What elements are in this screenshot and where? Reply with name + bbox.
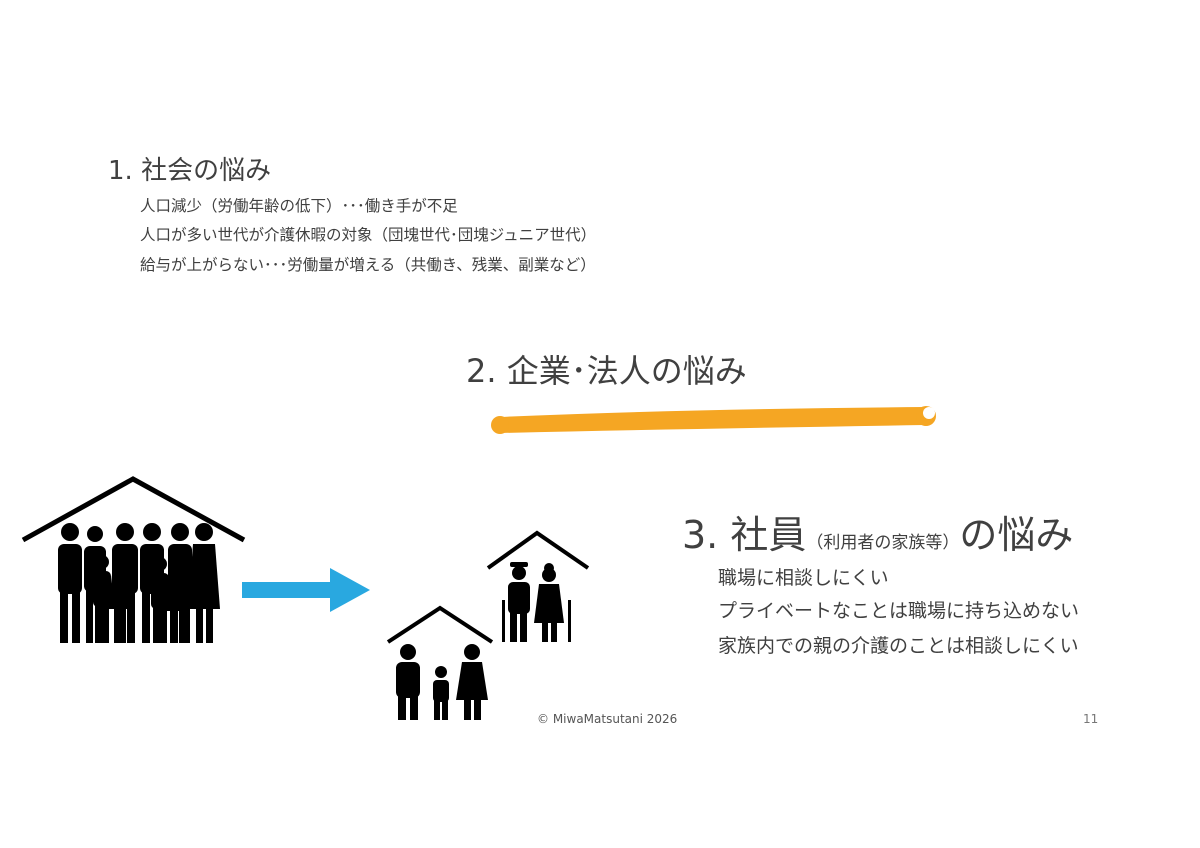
young-family-house-icon (386, 605, 494, 720)
section3-heading-main: 3. 社員 (682, 513, 807, 557)
right-arrow-icon (242, 568, 370, 612)
section3-item: 家族内での親の介護のことは相談しにくい (718, 635, 1079, 657)
section2-heading: 2. 企業･法人の悩み (466, 352, 747, 390)
section3-item: プライベートなことは職場に持ち込めない (718, 600, 1080, 622)
section3-heading-tail: の悩み (959, 513, 1074, 557)
section1-item: 人口が多い世代が介護休暇の対象（団塊世代･団塊ジュニア世代） (140, 226, 597, 244)
copyright: © MiwaMatsutani 2026 (537, 712, 678, 726)
section3-item: 職場に相談しにくい (718, 567, 889, 589)
section3-heading-note: （利用者の家族等） (806, 533, 960, 553)
section1-item: 人口減少（労働年齢の低下）･･･働き手が不足 (140, 197, 458, 215)
section1-heading: 1. 社会の悩み (108, 156, 272, 186)
section3-heading: 3. 社員（利用者の家族等）の悩み (682, 504, 1073, 559)
orange-brush-stroke (491, 406, 936, 434)
section1-item: 給与が上がらない･･･労働量が増える（共働き、残業、副業など） (140, 256, 596, 274)
page-number: 11 (1083, 712, 1099, 726)
large-family-house-icon (21, 476, 246, 643)
elderly-couple-house-icon (486, 530, 590, 642)
